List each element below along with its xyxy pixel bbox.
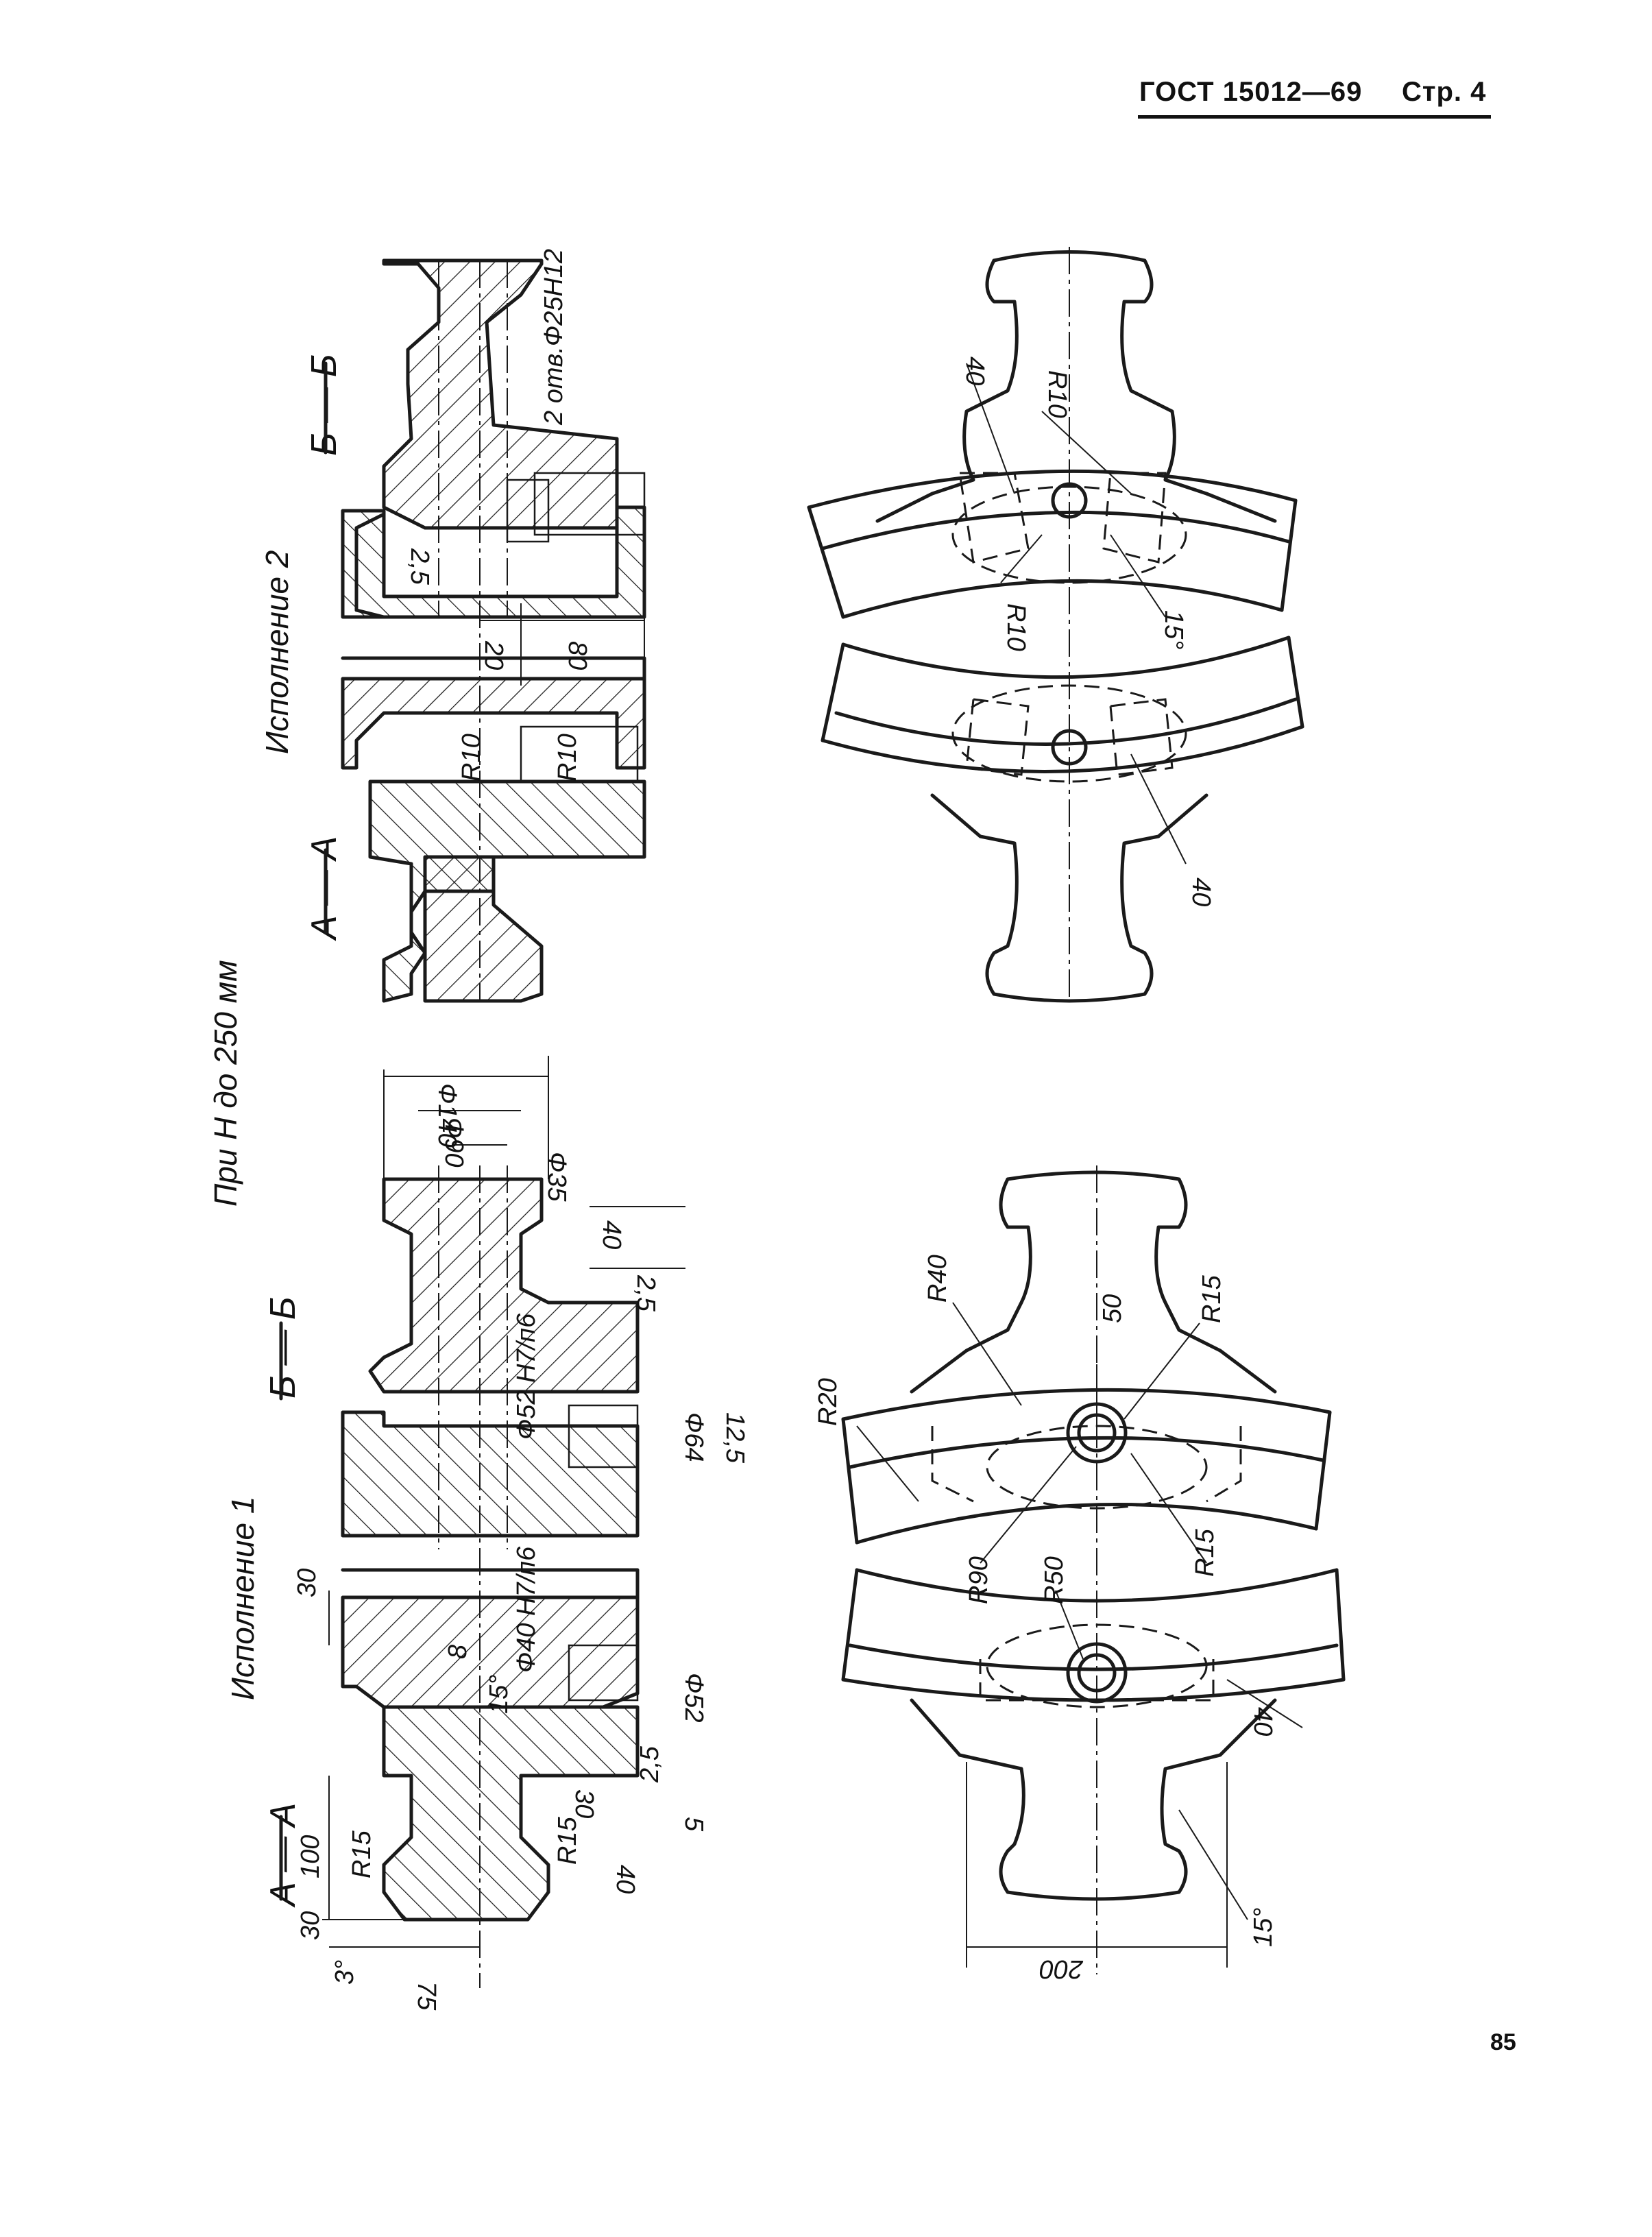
v1-dim-3deg: 3° [330,1960,359,1985]
variant2-sections: Исполнение 2 А — А Б — Б 20 [259,249,646,1003]
v1-dim-phi52: Ф52 [679,1673,708,1722]
plan-bot-dim-40: 40 [1248,1707,1277,1736]
variant1-section-bb: Б — Б [263,1296,303,1399]
v1-dim-phi40-h7: Ф40 Н7/п6 [512,1546,541,1673]
variant1-sections: Исполнение 1 А — А Б — Б Ф140 Ф90 [225,1056,749,2011]
v1-dim-2-5b: 2,5 [635,1745,664,1783]
v2-hole-note: 2 отв.Ф25Н12 [539,249,568,426]
v2-dim-2-5: 2,5 [405,548,434,585]
plan-view-variant2: 40 R10 R10 15° 40 [807,247,1304,1003]
v1-dim-100: 100 [296,1835,325,1878]
v2-dim-r10b: R10 [553,734,582,782]
v1-dim-phi140: Ф140 [433,1083,461,1148]
plan-bot-dim-200: 200 [1040,1955,1084,1983]
v1-dim-r15b: R15 [553,1816,582,1865]
standard-number: ГОСТ 15012—69 [1139,77,1363,107]
v1-dim-40a: 40 [597,1220,626,1249]
v1-dim-5: 5 [679,1817,708,1832]
plan-bot-dim-15deg: 15° [1249,1908,1278,1947]
plan-top-dim-r10a: R10 [1043,370,1071,418]
v2-dim-80: 80 [563,641,592,670]
header-rule [1138,115,1491,119]
caption-text: При Н до 250 мм [208,960,243,1207]
variant1-section-aa: А — А [263,1803,303,1908]
plan-bot-dim-r90: R90 [964,1556,993,1604]
plan-bot-dim-50: 50 [1098,1294,1127,1323]
plan-bot-dim-r40: R40 [923,1255,952,1303]
v1-dim-phi35: Ф35 [542,1152,571,1202]
plan-bot-dim-r20: R20 [814,1378,842,1426]
plan-bot-dim-r50: R50 [1040,1556,1069,1604]
v1-dim-2-5a: 2,5 [631,1274,660,1312]
variant2-title: Исполнение 2 [259,551,295,754]
v2-dim-r10a: R10 [457,734,486,782]
plan-bot-dim-r15a: R15 [1198,1274,1226,1323]
v1-dim-12-5a: 12,5 [720,1412,749,1464]
v1-dim-15deg: 15° [485,1675,513,1714]
plan-top-dim-40a: 40 [960,356,989,385]
v1-dim-30a: 30 [293,1569,321,1597]
v1-dim-phi90: Ф90 [439,1117,468,1167]
plan-top-dim-40b: 40 [1187,878,1215,906]
plan-view-variant1: R40 50 R15 R20 R90 R15 R50 40 200 15° [814,1165,1346,1983]
plan-top-dim-15deg: 15° [1159,610,1188,649]
v1-dim-phi64: Ф64 [679,1412,708,1462]
plan-top-dim-r10b: R10 [1001,603,1030,651]
v1-dim-30c: 30 [570,1789,598,1818]
page-reference: Стр. 4 [1402,77,1487,107]
v2-dim-20: 20 [479,640,508,670]
variant1-title: Исполнение 1 [225,1497,260,1700]
v1-dim-75: 75 [412,1981,441,2011]
page-number: 85 [1490,2029,1516,2055]
v1-dim-40b: 40 [611,1865,640,1894]
v1-dim-30b: 30 [296,1911,325,1940]
v1-dim-phi52-h7: Ф52 Н7/п6 [512,1313,541,1440]
v1-dim-8: 8 [444,1645,472,1659]
v1-dim-r15a: R15 [348,1830,376,1878]
plan-bot-dim-r15b: R15 [1191,1528,1219,1577]
